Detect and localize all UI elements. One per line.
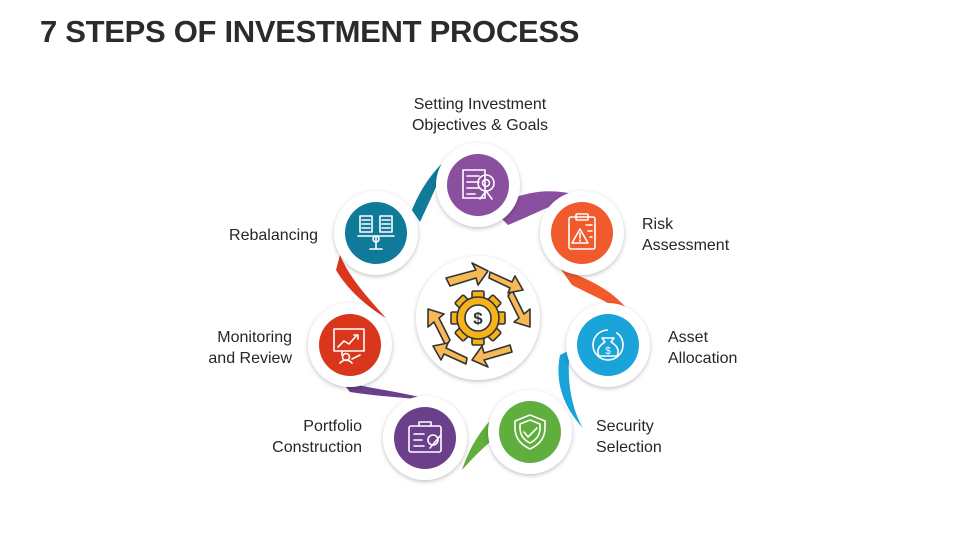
connector-ribbon-3 bbox=[558, 350, 583, 428]
step-label-portfolio-construction: Portfolio Construction bbox=[272, 418, 362, 456]
step-node-7 bbox=[334, 191, 418, 275]
dollar-sign-icon: $ bbox=[473, 309, 483, 328]
step-node-6 bbox=[308, 303, 392, 387]
gear-icon: $ bbox=[450, 290, 506, 346]
connector-ribbon-5 bbox=[342, 382, 432, 400]
center-hub: $ bbox=[416, 256, 540, 380]
step-label-security-selection: Security Selection bbox=[596, 418, 662, 456]
step-label-risk-assessment: Risk Assessment bbox=[642, 216, 730, 254]
step-node-1 bbox=[436, 143, 520, 227]
step-node-2 bbox=[540, 191, 624, 275]
portfolio-document-icon bbox=[408, 421, 442, 453]
step-node-4 bbox=[488, 390, 572, 474]
presentation-chart-icon bbox=[333, 328, 365, 364]
step-label-setting-objectives: Setting Investment Objectives & Goals bbox=[411, 96, 549, 134]
step-label-rebalancing: Rebalancing bbox=[229, 227, 318, 244]
svg-text:$: $ bbox=[605, 346, 611, 357]
step-node-fill bbox=[394, 407, 456, 469]
clipboard-warning-icon bbox=[568, 213, 596, 250]
connector-ribbon-6 bbox=[336, 255, 386, 318]
shield-check-icon bbox=[514, 414, 546, 450]
cycle-arrows-icon bbox=[427, 262, 531, 368]
page-title: 7 STEPS OF INVESTMENT PROCESS bbox=[40, 14, 580, 49]
target-checklist-icon bbox=[462, 169, 495, 200]
step-node-fill bbox=[499, 401, 561, 463]
step-node-5 bbox=[383, 396, 467, 480]
step-label-monitoring-review: Monitoring and Review bbox=[208, 329, 292, 367]
step-node-fill bbox=[577, 314, 639, 376]
step-node-fill bbox=[319, 314, 381, 376]
document-balance-icon bbox=[357, 215, 395, 250]
step-node-3: $ bbox=[566, 303, 650, 387]
step-label-asset-allocation: Asset Allocation bbox=[668, 329, 738, 367]
step-node-fill bbox=[345, 202, 407, 264]
money-bag-cycle-icon: $ bbox=[592, 329, 624, 361]
